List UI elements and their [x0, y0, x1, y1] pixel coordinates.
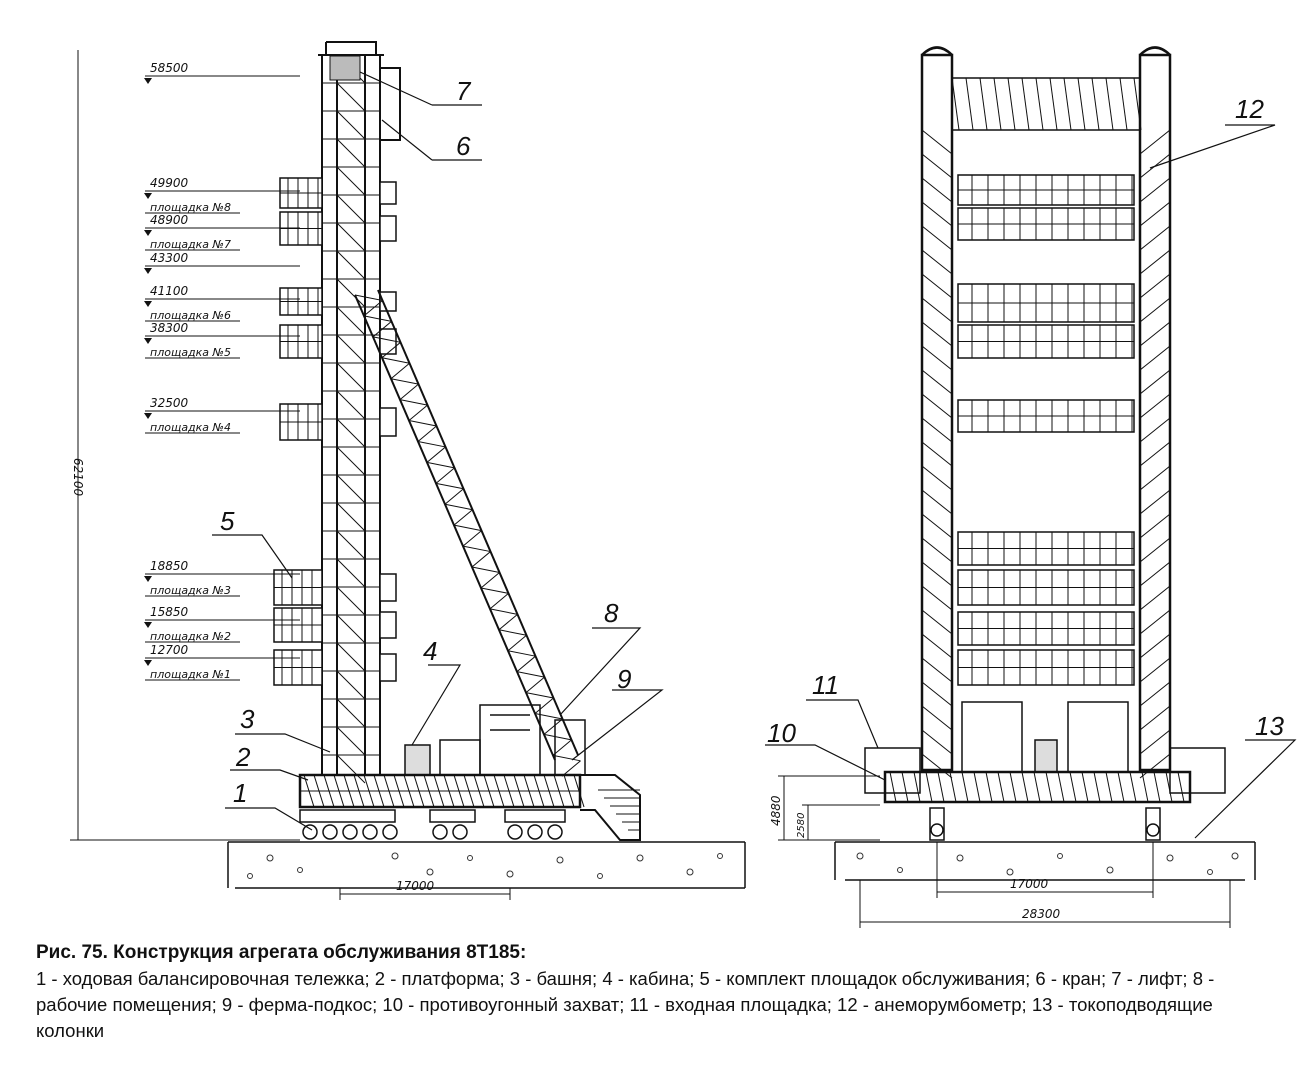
platform-label: площадка №7 — [150, 238, 231, 251]
right-service-platforms — [957, 174, 1135, 686]
callout-number: 10 — [767, 718, 796, 748]
callout-number: 5 — [220, 506, 235, 536]
service-platforms — [273, 177, 397, 686]
callout-number: 9 — [617, 664, 631, 694]
work-rooms — [404, 704, 586, 776]
level-mark: 12700 площадка №1 — [144, 643, 300, 681]
total-height-dimension: 62100 — [70, 50, 300, 841]
elevator-cab — [329, 55, 361, 81]
callout-number: 3 — [240, 704, 255, 734]
platform-label: площадка №4 — [150, 421, 231, 434]
right-base-truss — [889, 771, 1185, 803]
platform-label: площадка №6 — [150, 309, 231, 322]
ground-hatch-left — [247, 852, 723, 879]
level-mark-value: 18850 — [150, 559, 189, 573]
left-base-dimension: 17000 — [339, 879, 511, 900]
right-dimensions: 17000 28300 4880 2580 — [769, 775, 1231, 928]
tower-top — [318, 41, 401, 141]
left-base-width-label: 17000 — [396, 879, 435, 893]
platform-label: площадка №5 — [150, 346, 231, 359]
level-mark: 15850 площадка №2 — [144, 605, 300, 643]
callout-number: 7 — [456, 76, 472, 106]
right-elevation-view: 17000 28300 4880 2580 — [769, 46, 1256, 928]
callout-number: 13 — [1255, 711, 1284, 741]
crane-boom — [354, 289, 579, 761]
tower-bracing — [322, 54, 380, 784]
figure-caption: Рис. 75. Конструкция агрегата обслуживан… — [36, 942, 1286, 1044]
callout-number: 11 — [812, 670, 839, 700]
level-mark-value: 49900 — [150, 176, 189, 190]
right-inner-width-label: 17000 — [1010, 877, 1049, 891]
platform-label: площадка №1 — [150, 668, 231, 681]
level-mark: 41100 площадка №6 — [144, 284, 300, 322]
callout-number: 2 — [235, 742, 251, 772]
level-mark: 49900 площадка №8 — [144, 176, 300, 214]
ground-right — [834, 841, 1256, 881]
caption-title: Рис. 75. Конструкция агрегата обслуживан… — [36, 942, 527, 963]
level-mark-value: 15850 — [150, 605, 189, 619]
level-mark: 38300 площадка №5 — [144, 321, 300, 359]
level-mark: 43300 — [144, 251, 300, 274]
level-mark: 32500 площадка №4 — [144, 396, 300, 434]
callout-number: 6 — [456, 131, 471, 161]
platform-label: площадка №8 — [150, 201, 231, 214]
tower-shaft — [321, 54, 381, 776]
right-total-width-label: 28300 — [1022, 907, 1061, 921]
level-mark-value: 48900 — [150, 213, 189, 227]
callout-number: 1 — [233, 778, 247, 808]
level-mark-value: 12700 — [150, 643, 189, 657]
callout-number: 4 — [423, 636, 437, 666]
right-main-platform — [864, 747, 1226, 804]
level-mark-value: 58500 — [150, 61, 189, 75]
ground-left — [227, 841, 746, 889]
right-height-b-label: 2580 — [796, 813, 807, 838]
platform-label: площадка №3 — [150, 584, 231, 597]
callout-leaders — [212, 71, 1297, 839]
crane-boom-bracing — [354, 294, 581, 777]
ground-hatch-right — [856, 852, 1239, 876]
main-platform-truss — [303, 774, 585, 808]
callout-number: 12 — [1235, 94, 1264, 124]
portal-frame-bracing — [921, 77, 1171, 779]
callout-number: 8 — [604, 598, 619, 628]
level-mark-value: 38300 — [150, 321, 189, 335]
right-work-rooms — [961, 701, 1129, 773]
balancing-bogies — [299, 809, 566, 840]
right-bogies — [929, 807, 1161, 841]
level-mark-value: 41100 — [150, 284, 189, 298]
total-height-label: 62100 — [71, 458, 85, 497]
caption-body: 1 - ходовая балансировочная тележка; 2 -… — [36, 968, 1215, 1041]
portal-frame — [920, 46, 1172, 772]
level-mark: 58500 — [144, 61, 300, 84]
right-height-a-label: 4880 — [769, 795, 783, 826]
level-mark-value: 32500 — [150, 396, 189, 410]
level-mark-value: 43300 — [150, 251, 189, 265]
level-mark: 48900 площадка №7 — [144, 213, 300, 251]
main-platform — [298, 773, 582, 809]
entry-stairs — [580, 774, 641, 841]
stair-steps — [598, 789, 640, 831]
platform-label: площадка №2 — [150, 630, 231, 643]
level-mark: 18850 площадка №3 — [144, 559, 300, 597]
